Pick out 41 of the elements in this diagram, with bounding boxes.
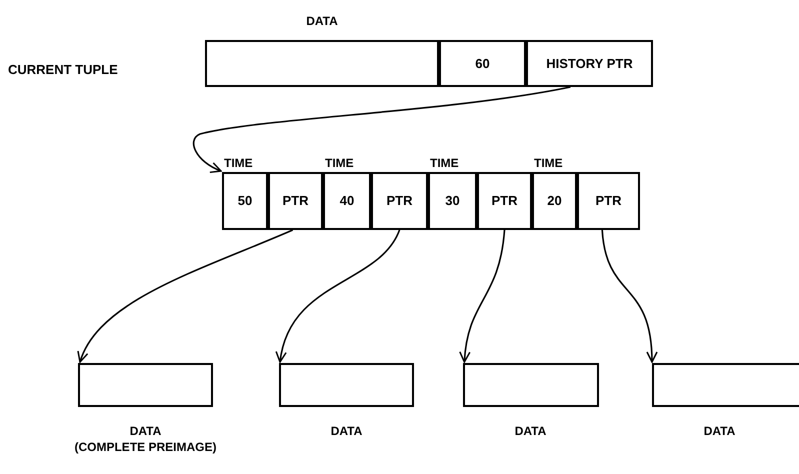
data-box [78, 363, 213, 407]
arrow [78, 229, 294, 363]
box-caption: DATA [128, 423, 162, 439]
record-field [371, 172, 428, 230]
field-text: 60 [475, 54, 490, 73]
arrow [601, 230, 658, 363]
field-heading: TIME [325, 155, 354, 172]
record-field [222, 172, 268, 230]
record-field [268, 172, 323, 230]
data-box [279, 363, 414, 407]
field-text: 50 [238, 192, 252, 210]
field-text: PTR [596, 192, 622, 210]
record-field [526, 40, 653, 87]
field-heading: TIME [534, 155, 563, 172]
data-box [652, 363, 799, 407]
arrow [192, 86, 571, 172]
field-heading: TIME [224, 155, 253, 172]
arrow [276, 230, 400, 363]
record-field [577, 172, 640, 230]
arrow [460, 230, 506, 363]
field-text: 40 [340, 192, 354, 210]
field-text: 30 [445, 192, 460, 210]
field-heading: DATA [305, 13, 339, 30]
box-caption: DATA [702, 423, 736, 439]
field-text: PTR [386, 192, 412, 210]
record-field [428, 172, 477, 230]
field-text: PTR [492, 192, 518, 210]
record-field [323, 172, 371, 230]
record-field [439, 40, 526, 87]
box-caption: DATA [330, 423, 364, 439]
box-caption: (COMPLETE PREIMAGE) [73, 439, 218, 455]
box-caption: DATA [514, 423, 548, 439]
record-field [477, 172, 532, 230]
record-field [532, 172, 577, 230]
field-text: 20 [547, 192, 562, 210]
field-heading: TIME [430, 155, 459, 172]
field-text: PTR [282, 192, 308, 210]
field-text: HISTORY PTR [546, 54, 633, 73]
record-field [205, 40, 439, 87]
data-box [463, 363, 599, 407]
row-label: CURRENT TUPLE [8, 61, 118, 79]
